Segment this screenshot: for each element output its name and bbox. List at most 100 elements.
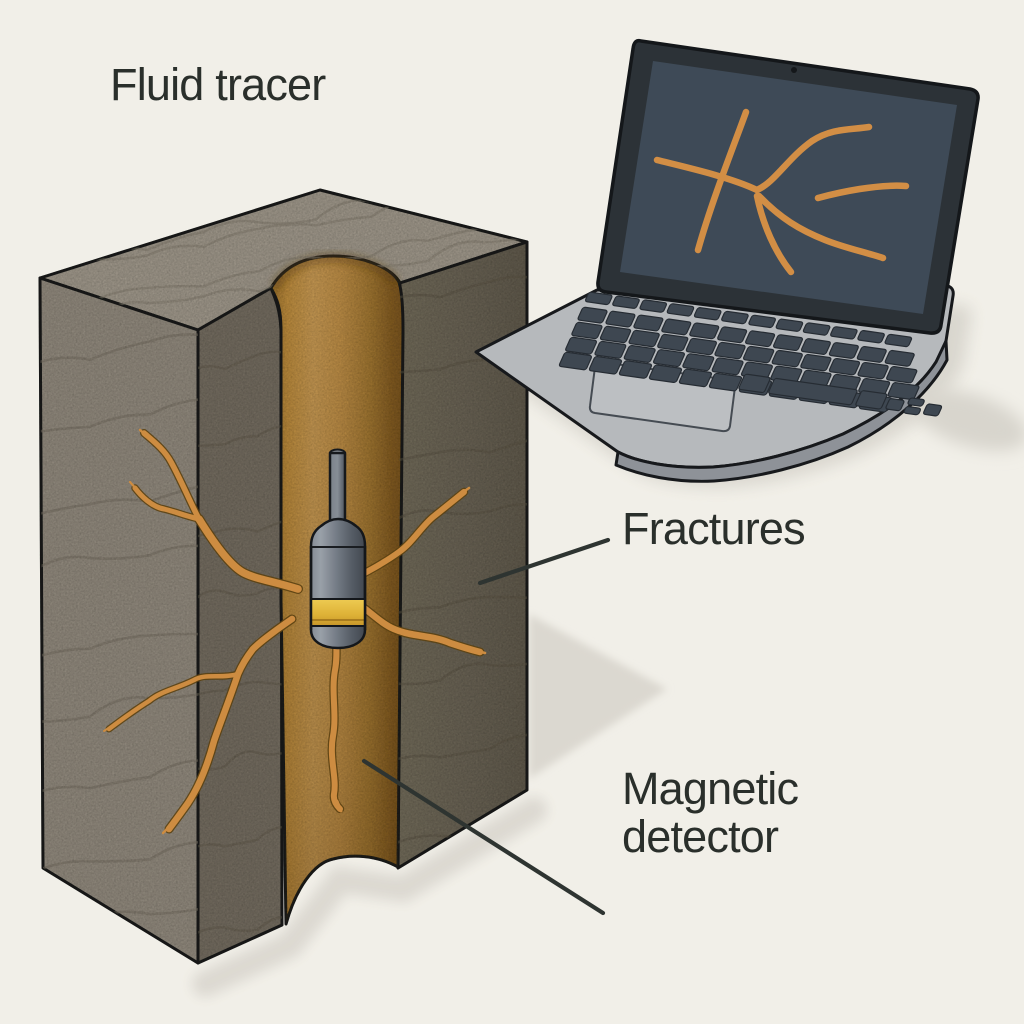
rock-streak bbox=[198, 915, 282, 937]
keyboard-key bbox=[577, 306, 608, 324]
keyboard-key bbox=[711, 357, 744, 376]
keyboard-key bbox=[830, 326, 858, 340]
keyboard-key bbox=[771, 349, 803, 368]
keyboard-key bbox=[558, 351, 593, 371]
keyboard-key bbox=[800, 338, 831, 355]
label-fractures: Fractures bbox=[622, 503, 806, 554]
keyboard-key bbox=[903, 406, 922, 416]
rock-streak bbox=[40, 632, 198, 661]
fracture-below-detector bbox=[328, 605, 343, 812]
label-magnetic-detector: Magnetic detector bbox=[622, 763, 799, 861]
keyboard-key bbox=[884, 349, 915, 367]
laptop bbox=[474, 38, 980, 483]
fractures-leader-line bbox=[477, 537, 611, 586]
rock-streak bbox=[398, 275, 527, 302]
rock-streak bbox=[40, 544, 198, 574]
laptop-display bbox=[620, 61, 957, 314]
block-corner-shadow-wedge bbox=[529, 614, 667, 779]
keyboard-key bbox=[907, 397, 925, 407]
rock-block bbox=[38, 188, 529, 965]
rock-streak bbox=[198, 680, 282, 698]
magnetic-detector-leader-line bbox=[361, 758, 606, 916]
keyboard-key bbox=[717, 326, 748, 344]
rock-streak bbox=[198, 825, 282, 850]
keyboard-key bbox=[772, 334, 804, 352]
keyboard-key bbox=[565, 336, 598, 355]
rock-streak bbox=[198, 424, 282, 448]
detector-gold-band bbox=[311, 599, 365, 626]
keyboard-key bbox=[768, 377, 858, 406]
detector-body-sides bbox=[309, 546, 367, 630]
fracture-right bbox=[350, 597, 484, 656]
rock-streak bbox=[40, 840, 198, 875]
keyboard-key bbox=[828, 357, 861, 376]
keyboard-key bbox=[648, 364, 683, 383]
keyboard-key bbox=[742, 345, 775, 364]
rock-streak bbox=[40, 483, 198, 518]
keyboard-key bbox=[633, 314, 664, 332]
rock-streak bbox=[198, 586, 282, 604]
keyboard-key bbox=[657, 333, 689, 352]
label-magnetic-detector-line1: Magnetic bbox=[622, 763, 799, 814]
rock-texture-side bbox=[398, 275, 527, 847]
keyboard-key bbox=[588, 355, 623, 375]
keyboard-key bbox=[800, 353, 832, 372]
keyboard-key bbox=[714, 341, 746, 360]
keyboard-key bbox=[721, 310, 749, 325]
fracture-network bbox=[103, 428, 487, 835]
keyboard-key bbox=[855, 390, 888, 410]
borehole-rim-shading bbox=[270, 253, 400, 290]
fracture-upper-left bbox=[195, 515, 302, 593]
keyboard-key bbox=[584, 291, 613, 306]
rock-streak bbox=[198, 350, 282, 372]
keyboard-key bbox=[857, 330, 885, 344]
laptop-ground-shadow-right bbox=[912, 389, 1024, 451]
keyboard-key bbox=[708, 372, 743, 392]
keyboard-key bbox=[886, 365, 918, 384]
keyboard-key bbox=[571, 321, 603, 340]
rock-streak bbox=[40, 190, 527, 212]
rock-streak bbox=[398, 595, 527, 617]
detector-body bbox=[309, 517, 367, 650]
rock-streak bbox=[398, 503, 527, 525]
keyboard-key bbox=[693, 307, 722, 321]
keyboard-key bbox=[775, 318, 804, 332]
keyboard-key bbox=[745, 330, 776, 348]
screen-fracture-network bbox=[653, 108, 910, 276]
keyboard-key bbox=[678, 368, 713, 388]
rock-streak bbox=[398, 660, 527, 686]
rock-streak bbox=[40, 691, 198, 723]
rock-streak bbox=[398, 733, 527, 763]
fracture-upper-right bbox=[350, 489, 467, 582]
keyboard-key bbox=[661, 318, 692, 336]
keyboard-key bbox=[689, 322, 720, 340]
keyboard-key bbox=[599, 325, 632, 344]
rock-streak bbox=[40, 759, 198, 796]
fracture-left-branch bbox=[106, 671, 241, 732]
leader-lines bbox=[361, 537, 611, 916]
keyboard-key bbox=[857, 361, 889, 380]
rock-cut-face bbox=[196, 286, 284, 965]
keyboard-key bbox=[856, 345, 887, 363]
keyboard-key bbox=[628, 329, 660, 348]
keyboard-key bbox=[884, 333, 913, 348]
webcam-dot-icon bbox=[791, 67, 797, 73]
keyboard-key bbox=[738, 373, 771, 394]
laptop-keyboard bbox=[558, 291, 943, 417]
keyboard-key bbox=[682, 353, 715, 372]
rock-streak bbox=[398, 436, 527, 463]
label-fluid-tracer: Fluid tracer bbox=[110, 59, 326, 110]
keyboard-key bbox=[923, 403, 943, 417]
magnetic-detector-device bbox=[309, 448, 367, 650]
fracture-lower-left bbox=[165, 615, 296, 833]
keyboard-key bbox=[802, 322, 831, 336]
detector-band-edges bbox=[311, 598, 365, 627]
keyboard-key bbox=[639, 299, 668, 313]
keyboard-key bbox=[612, 295, 640, 309]
keyboard-key bbox=[618, 360, 653, 379]
rock-streak bbox=[40, 222, 527, 314]
keyboard-key bbox=[605, 310, 636, 328]
keyboard-key bbox=[623, 344, 656, 363]
